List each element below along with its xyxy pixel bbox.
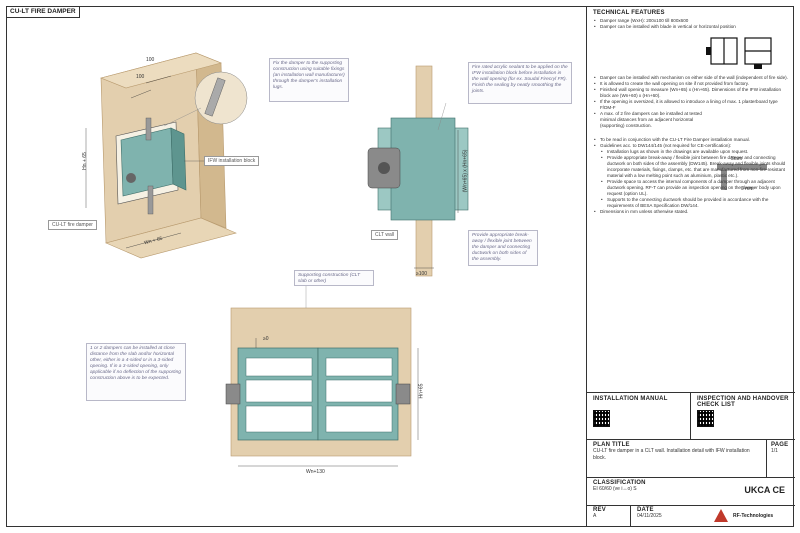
dim-hn65: Hn + 65 — [81, 152, 88, 170]
rev-label: REV — [593, 507, 606, 513]
install-manual-cell: INSTALLATION MANUAL — [587, 392, 691, 439]
plan-title: CU-LT fire damper in a CLT wall. Install… — [593, 448, 750, 461]
classification-value: EI 60/60 (ve i↔o) S — [593, 486, 637, 492]
tf-sub-item: Provide appropriate break-away / flexibl… — [593, 155, 789, 179]
plan-title-label: PLAN TITLE — [593, 442, 630, 448]
technical-features: TECHNICAL FEATURES Damper range (WxH): 2… — [593, 10, 789, 215]
plan-title-cell: PLAN TITLE CU-LT fire damper in a CLT wa… — [587, 439, 767, 477]
note-multi-dampers: 1 or 2 dampers can be installed at close… — [86, 343, 186, 401]
blade-orientation-icons — [706, 37, 772, 69]
date-label: DATE — [637, 507, 654, 513]
date-value: 04/11/2025 — [637, 513, 662, 519]
rev-cell: REV A — [587, 505, 631, 527]
tf-item: Finished wall opening to measure (Wn+65)… — [593, 87, 789, 99]
dim-100-b: 100 — [136, 74, 145, 80]
drawing-area: Fix the damper to the supporting constru… — [6, 18, 586, 527]
dim-100-a: 100 — [146, 57, 155, 63]
tf-item: If the opening is oversized, it is allow… — [593, 99, 789, 111]
qr-code-icon[interactable] — [593, 410, 610, 427]
page-value: 1/1 — [771, 448, 778, 454]
classification-cell: CLASSIFICATION EI 60/60 (ve i↔o) S UKCA … — [587, 477, 795, 505]
title-block-panel: TECHNICAL FEATURES Damper range (WxH): 2… — [586, 6, 795, 527]
technical-title: TECHNICAL FEATURES — [593, 10, 665, 16]
date-cell: DATE 04/11/2025 — [631, 505, 711, 527]
page-cell: PAGE 1/1 — [767, 439, 795, 477]
company-logo: RF-Technologies — [713, 508, 793, 526]
page-label: PAGE — [771, 442, 789, 448]
tf-item: Damper can be installed with blade in ve… — [593, 24, 789, 30]
rft-logo-icon — [714, 509, 728, 522]
inspection-cell: INSPECTION AND HANDOVER CHECK LIST — [691, 392, 795, 439]
classification-label: CLASSIFICATION — [593, 480, 646, 486]
elevation-view — [225, 280, 419, 467]
tf-sub-item: Supports to the connecting ductwork shou… — [593, 197, 789, 209]
tf-item: To be read in conjunction with the CU-LT… — [593, 137, 789, 143]
tf-item: A max. of 2 fire dampers can be installe… — [593, 111, 710, 129]
technical-list-b: Damper can be installed with mechanism o… — [593, 75, 789, 129]
inspection-title: INSPECTION AND HANDOVER CHECK LIST — [697, 396, 789, 408]
installation-drawings — [85, 52, 469, 467]
dim-wn130: Wn+130 — [306, 469, 325, 475]
tf-item: Guidelines acc. to DW144/145 (not requir… — [593, 143, 789, 149]
note-fire-sealant: Fire rated acrylic sealant to be applied… — [468, 62, 572, 104]
dim-hn65-b: Hn+65 — [418, 383, 425, 399]
rev-value: A — [593, 513, 597, 519]
note-fix-damper: Fix the damper to the supporting constru… — [269, 58, 349, 102]
tag-damper: CU-LT fire damper — [48, 220, 97, 230]
tag-ifw-block: IFW installation block — [204, 156, 260, 166]
tf-item: Damper range (WxH): 200x100 till 800x600 — [593, 18, 789, 24]
install-manual-title: INSTALLATION MANUAL — [593, 396, 668, 402]
dim-wn-hn: (Wn+65) x (Hn+65) — [462, 149, 469, 193]
tf-sub-item: Provide space to access the internal com… — [593, 179, 789, 197]
note-supporting: Supporting construction (CLT slab or oth… — [294, 270, 374, 286]
section-view — [367, 65, 469, 277]
dim-100-c: ≥100 — [416, 271, 428, 277]
tf-sub-item: Installation lugs as shown in the drawin… — [593, 149, 789, 155]
dim-ge0: ≥0 — [263, 336, 269, 342]
tag-clt-wall: CLT wall — [371, 230, 398, 240]
certification-marks: UKCA CE — [744, 485, 785, 495]
tf-item: It is allowed to create the wall opening… — [593, 81, 789, 87]
sheet-title: CU-LT FIRE DAMPER — [6, 6, 80, 18]
technical-list-a: Damper range (WxH): 200x100 till 800x600… — [593, 18, 789, 30]
qr-code-icon[interactable] — [697, 410, 714, 427]
tf-item: Dimensions in mm unless otherwise stated… — [593, 209, 789, 215]
technical-list-c: To be read in conjunction with the CU-LT… — [593, 137, 789, 215]
note-breakaway: Provide appropriate break-away / flexibl… — [468, 230, 538, 266]
iso-view — [85, 52, 248, 259]
company-name: RF-Technologies — [733, 513, 774, 519]
tf-item: Damper can be installed with mechanism o… — [593, 75, 789, 81]
